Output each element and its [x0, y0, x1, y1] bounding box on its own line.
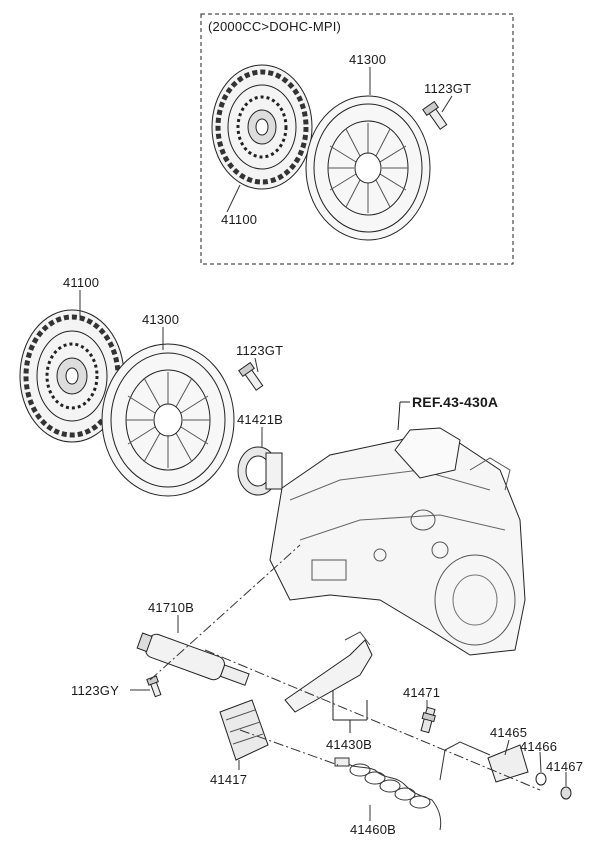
label-reference[interactable]: REF.43-430A	[412, 394, 499, 410]
pressure-plate-upper	[305, 95, 431, 241]
label-fork[interactable]: 41430B	[326, 737, 373, 752]
washer	[535, 772, 547, 786]
release-bearing	[237, 446, 283, 496]
label-disc-upper[interactable]: 41100	[221, 212, 258, 227]
label-washer[interactable]: 41466	[520, 739, 558, 754]
label-bracket[interactable]: 41465	[490, 725, 528, 740]
label-disc-lower[interactable]: 41100	[63, 275, 100, 290]
label-release-cylinder[interactable]: 41710B	[148, 600, 195, 615]
transmission-housing	[269, 427, 526, 656]
pressure-plate-lower	[101, 343, 235, 497]
label-nut[interactable]: 41467	[546, 759, 584, 774]
label-hose[interactable]: 41460B	[350, 822, 397, 837]
label-cylinder-bolt[interactable]: 1123GY	[71, 683, 119, 698]
label-cover-lower[interactable]: 41300	[142, 312, 180, 327]
release-cylinder	[136, 632, 250, 686]
dust-cover	[219, 699, 269, 761]
clutch-disc-lower	[19, 309, 125, 443]
nut	[560, 786, 572, 800]
bolt-lower	[238, 361, 264, 391]
variant-box	[200, 13, 514, 265]
label-bolt-lower[interactable]: 1123GT	[236, 343, 284, 358]
leader-lines	[79, 67, 567, 821]
label-fitting[interactable]: 41471	[403, 685, 441, 700]
release-fork	[284, 631, 373, 713]
cylinder-bolt	[146, 675, 162, 698]
label-dust-cover[interactable]: 41417	[210, 772, 248, 787]
fitting	[420, 706, 436, 734]
bracket	[487, 744, 529, 783]
variant-note: (2000CC>DOHC-MPI)	[208, 19, 342, 34]
label-release-bearing[interactable]: 41421B	[237, 412, 284, 427]
assembly-lines	[149, 544, 541, 791]
label-cover-upper[interactable]: 41300	[349, 52, 387, 67]
hose-coil	[334, 741, 491, 831]
clutch-disc-upper	[211, 64, 313, 190]
bolt-upper	[422, 100, 448, 130]
label-bolt-upper[interactable]: 1123GT	[424, 81, 472, 96]
